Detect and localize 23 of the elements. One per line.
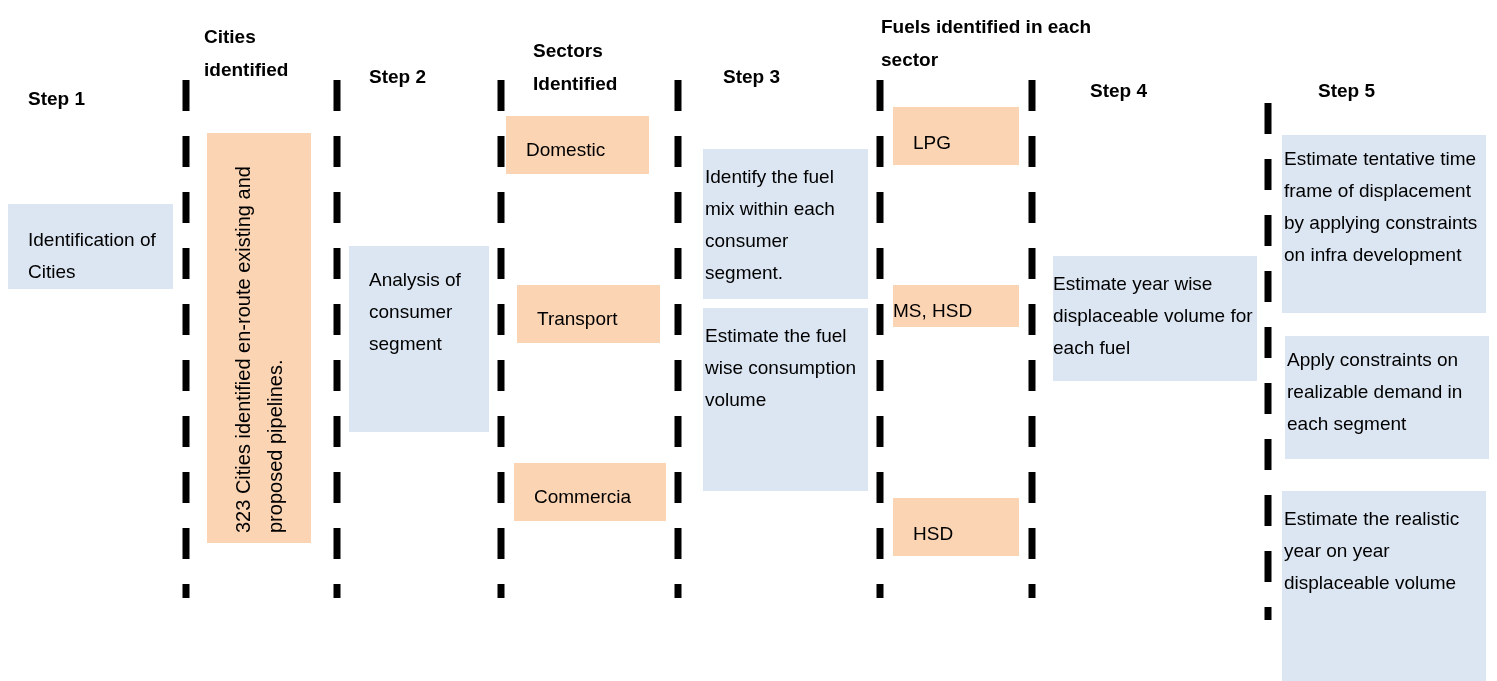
process-box: Identification of Cities: [8, 204, 173, 289]
column-heading: Cities identified: [204, 25, 290, 82]
column-heading: Step 1: [28, 87, 86, 111]
process-box: Analysis of consumer segment: [349, 246, 489, 432]
column-heading: Step 4: [1090, 79, 1148, 103]
process-box: Identify the fuel mix within each consumer segment.: [703, 149, 868, 299]
column-heading: Step 3: [723, 65, 781, 89]
process-box: Estimate the realistic year on year displaceable volume: [1282, 491, 1486, 681]
sector-box: Commercia: [514, 463, 666, 521]
fuel-box: HSD: [893, 498, 1019, 556]
fuel-box: LPG: [893, 107, 1019, 165]
process-box: Apply constraints on realizable demand in each segment: [1285, 336, 1489, 459]
column-heading: Fuels identified in each sector: [881, 15, 1093, 72]
sector-box: Transport: [517, 285, 660, 343]
column-heading: Step 2: [369, 65, 427, 89]
process-box: Estimate tentative time frame of displacement by applying constraints on infra development: [1282, 135, 1486, 313]
fuel-box: MS, HSD: [893, 285, 1019, 327]
process-box: Estimate the fuel wise consumption volume: [703, 308, 868, 491]
column-heading: Sectors Identified: [533, 39, 619, 96]
sector-box: Domestic: [506, 116, 649, 174]
result-box: 323 Cities identified en-route existing and proposed pipelines.: [207, 133, 311, 543]
column-heading: Step 5: [1318, 79, 1376, 103]
process-box: Estimate year wise displaceable volume for each fuel: [1053, 256, 1257, 381]
